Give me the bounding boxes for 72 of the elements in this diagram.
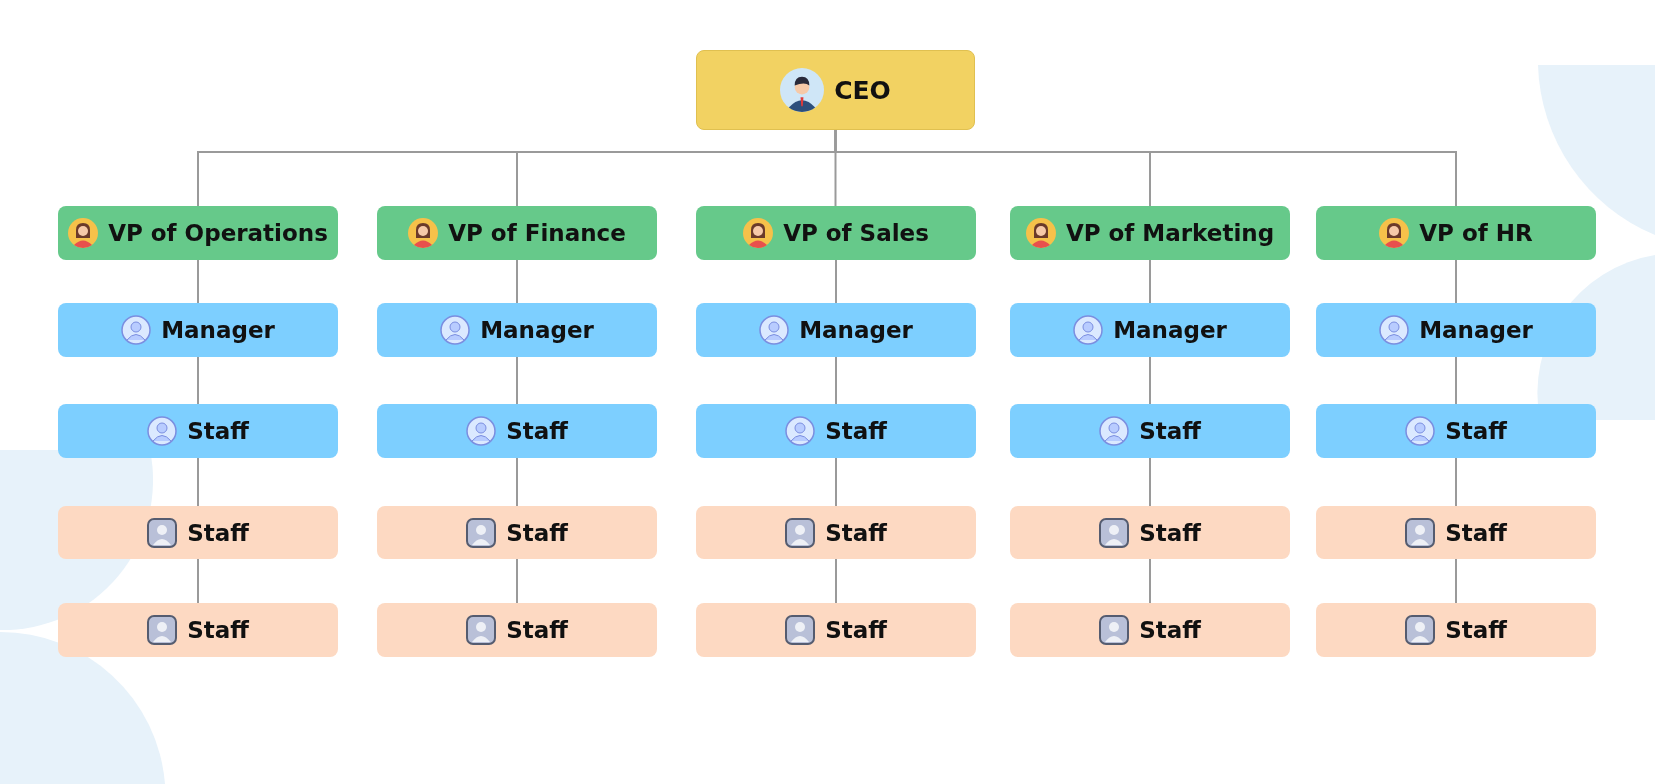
role-title: Staff xyxy=(1139,418,1201,444)
org-role-box xyxy=(1010,603,1290,657)
role-title: Manager xyxy=(161,317,275,343)
role-title: Staff xyxy=(1445,617,1507,643)
org-role-box xyxy=(1010,303,1290,357)
connector-line xyxy=(516,457,518,507)
role-title: Staff xyxy=(1139,519,1201,546)
org-role-box xyxy=(1316,603,1596,657)
connector-line xyxy=(835,457,837,507)
connector-line xyxy=(1455,259,1457,304)
connector-line xyxy=(835,259,837,304)
connector-line xyxy=(835,558,837,604)
org-role-box xyxy=(696,404,976,458)
role-title: Manager xyxy=(799,317,913,343)
role-title: VP of Finance xyxy=(448,220,626,246)
org-role-box xyxy=(377,206,657,260)
role-title: VP of HR xyxy=(1419,220,1533,246)
org-role-box xyxy=(58,404,338,458)
role-title: Staff xyxy=(187,418,249,444)
connector-line xyxy=(1455,356,1457,405)
org-role-box xyxy=(1010,206,1290,260)
role-title: Staff xyxy=(187,617,249,643)
org-role-box xyxy=(1316,404,1596,458)
role-title: Staff xyxy=(187,519,249,546)
org-role-box xyxy=(377,303,657,357)
org-role-box xyxy=(696,603,976,657)
org-role-box xyxy=(696,506,976,559)
ceo-box xyxy=(696,50,975,130)
connector-line xyxy=(197,558,199,604)
role-title: Staff xyxy=(825,418,887,444)
role-title: Staff xyxy=(825,519,887,546)
role-title: Staff xyxy=(1445,519,1507,546)
org-role-box xyxy=(377,603,657,657)
role-title: VP of Marketing xyxy=(1065,220,1275,246)
connector-line xyxy=(197,356,199,405)
connector-line xyxy=(1149,457,1151,507)
connector-line xyxy=(516,558,518,604)
connector-line xyxy=(835,356,837,405)
org-role-box xyxy=(58,303,338,357)
org-role-box xyxy=(377,506,657,559)
org-role-box xyxy=(1010,506,1290,559)
connector-line xyxy=(1149,259,1151,304)
connector-line xyxy=(197,259,199,304)
role-title: Staff xyxy=(1139,617,1201,643)
role-title: VP of Operations xyxy=(108,220,328,246)
connector-line xyxy=(1455,558,1457,604)
org-role-box xyxy=(696,206,976,260)
org-role-box xyxy=(696,303,976,357)
org-role-box xyxy=(58,506,338,559)
role-title: Manager xyxy=(480,317,594,343)
org-role-box xyxy=(1316,506,1596,559)
org-role-box xyxy=(1010,404,1290,458)
connector-line xyxy=(1149,558,1151,604)
role-title: Staff xyxy=(506,519,568,546)
role-title: CEO xyxy=(834,75,891,105)
role-title: Staff xyxy=(506,617,568,643)
role-title: Staff xyxy=(1445,418,1507,444)
connector-line xyxy=(1149,356,1151,405)
connector-line xyxy=(1455,457,1457,507)
org-role-box xyxy=(58,206,338,260)
connector-line xyxy=(516,259,518,304)
org-role-box xyxy=(1316,303,1596,357)
role-title: VP of Sales xyxy=(783,220,929,246)
connector-line xyxy=(197,457,199,507)
connector-line xyxy=(516,356,518,405)
org-role-box xyxy=(377,404,657,458)
org-role-box xyxy=(1316,206,1596,260)
role-title: Manager xyxy=(1113,317,1227,343)
role-title: Staff xyxy=(506,418,568,444)
role-title: Staff xyxy=(825,617,887,643)
role-title: Manager xyxy=(1419,317,1533,343)
org-role-box xyxy=(58,603,338,657)
